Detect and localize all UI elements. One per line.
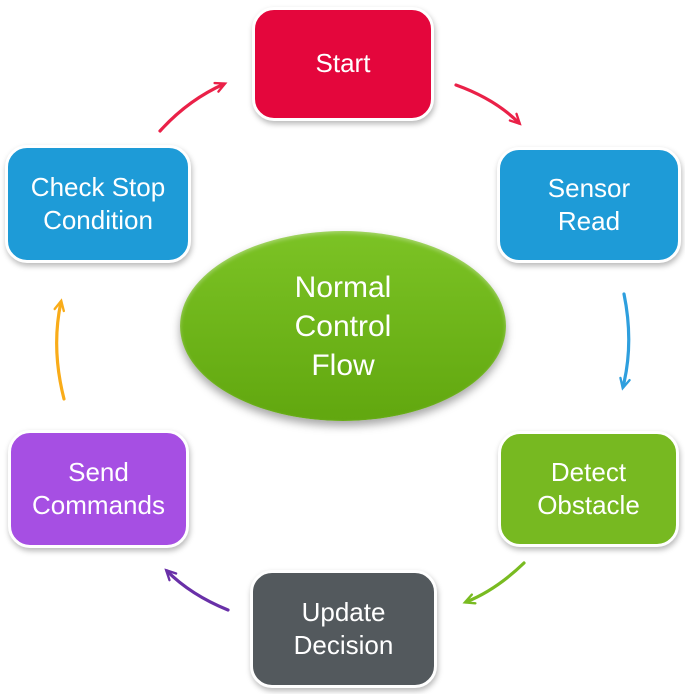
node-detect-obstacle-label: Detect Obstacle: [537, 456, 640, 520]
node-start: Start: [252, 7, 434, 121]
node-update-decision: Update Decision: [250, 570, 437, 688]
node-start-label: Start: [315, 48, 371, 79]
node-sensor-read-label: Sensor Read: [547, 172, 631, 236]
node-check-stop-label: Check Stop Condition: [30, 171, 166, 235]
arrow-update-decision-to-send-commands: [167, 571, 230, 612]
arrow-check-stop-to-start: [158, 84, 224, 133]
center-ellipse: Normal Control Flow: [180, 231, 506, 421]
arrow-sensor-read-to-detect-obstacle: [623, 292, 629, 387]
node-send-commands-label: Send Commands: [32, 456, 165, 520]
node-check-stop: Check Stop Condition: [5, 145, 191, 263]
arrow-send-commands-to-check-stop: [57, 302, 66, 401]
node-detect-obstacle: Detect Obstacle: [498, 431, 679, 547]
node-send-commands: Send Commands: [8, 430, 189, 548]
center-ellipse-label: Normal Control Flow: [294, 270, 392, 382]
node-update-decision-label: Update Decision: [293, 596, 394, 660]
arrow-detect-obstacle-to-update-decision: [466, 561, 526, 602]
arrow-start-to-sensor-read: [454, 83, 519, 123]
node-sensor-read: Sensor Read: [497, 147, 681, 263]
